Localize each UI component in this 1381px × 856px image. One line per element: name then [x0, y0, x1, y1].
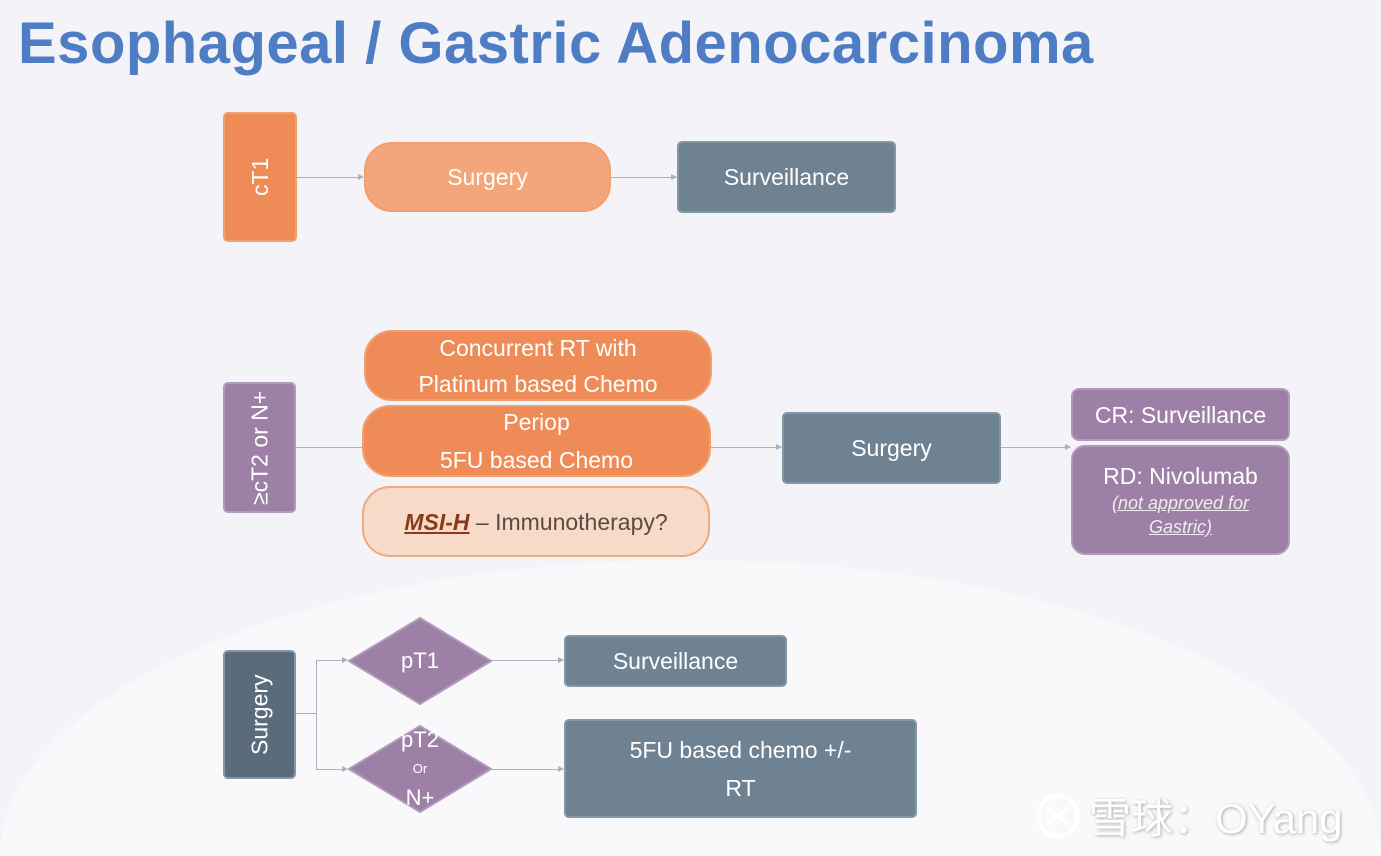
connector — [296, 447, 362, 448]
periop-node: Periop 5FU based Chemo — [362, 405, 711, 477]
label: RT — [725, 774, 756, 801]
surgery-node: Surgery — [364, 142, 611, 212]
arrow — [492, 657, 564, 663]
label: N+ — [405, 785, 435, 811]
label: Periop — [503, 409, 570, 435]
arrow — [611, 174, 677, 180]
msi-h-node: MSI-H – Immunotherapy? — [362, 486, 710, 557]
cr-surveillance-node: CR: Surveillance — [1071, 388, 1290, 441]
pt1-decision: pT1 — [348, 617, 492, 705]
chemo-rt-node: 5FU based chemo +/- RT — [564, 719, 917, 818]
label: Or — [412, 760, 428, 776]
arrow — [297, 174, 364, 180]
watermark: 雪球：OYang — [1035, 785, 1343, 846]
label: – Immunotherapy? — [469, 508, 668, 535]
connector — [316, 660, 317, 769]
surveillance-node-2: Surveillance — [564, 635, 787, 687]
surgery-node-2: Surgery — [782, 412, 1001, 484]
page-title: Esophageal / Gastric Adenocarcinoma — [18, 11, 1094, 76]
stage-ct2-n: ≥cT2 or N+ — [223, 382, 296, 513]
rd-nivolumab-node: RD: Nivolumab (not approved for Gastric) — [1071, 445, 1290, 555]
label: pT1 — [401, 648, 439, 673]
xueqiu-logo-icon — [1036, 793, 1080, 838]
label: Concurrent RT with — [439, 334, 637, 361]
arrow — [316, 657, 348, 663]
note: (not approved for Gastric) — [1111, 493, 1250, 537]
connector — [296, 713, 316, 714]
stage-ct1: cT1 — [223, 112, 297, 242]
surgery-start: Surgery — [223, 650, 296, 779]
arrow — [711, 444, 782, 450]
watermark-text: 雪球：OYang — [1089, 795, 1343, 842]
arrow — [316, 766, 348, 772]
arrow — [1001, 444, 1071, 450]
label: pT2 — [401, 726, 439, 752]
label: 5FU based chemo +/- — [629, 736, 852, 763]
arrow — [492, 766, 564, 772]
label: Platinum based Chemo — [418, 370, 658, 397]
label: RD: Nivolumab — [1103, 463, 1258, 489]
label: 5FU based Chemo — [439, 447, 634, 473]
surveillance-node: Surveillance — [677, 141, 896, 213]
msi-h-label: MSI-H — [404, 508, 470, 535]
